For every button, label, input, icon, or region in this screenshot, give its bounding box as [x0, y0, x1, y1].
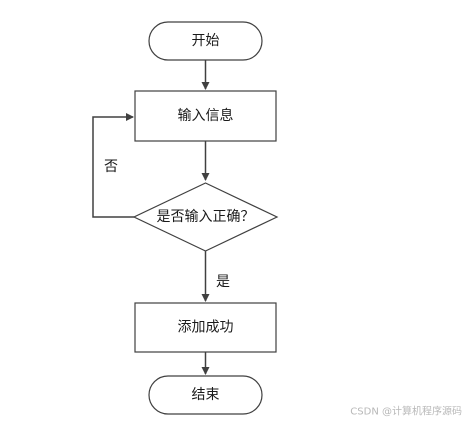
input-node: 输入信息: [134, 90, 277, 142]
yes-edge-label: 是: [216, 274, 230, 290]
input-label: 输入信息: [178, 107, 234, 124]
success-node: 添加成功: [134, 302, 277, 353]
check-node: 是否输入正确？: [132, 182, 279, 252]
success-label: 添加成功: [178, 320, 234, 336]
no-edge-label: 否: [104, 159, 118, 175]
success-shape: [134, 302, 277, 353]
arrow-no-loop: [92, 113, 134, 218]
end-label: 结束: [192, 387, 220, 403]
input-shape: [134, 90, 277, 142]
check-label: 是否输入正确？: [157, 209, 255, 225]
end-node: 结束: [148, 375, 263, 415]
start-node: 开始: [148, 21, 263, 61]
start-label: 开始: [192, 33, 220, 49]
end-shape: [148, 375, 263, 415]
csdn-watermark: CSDN @计算机程序源码: [350, 405, 462, 418]
